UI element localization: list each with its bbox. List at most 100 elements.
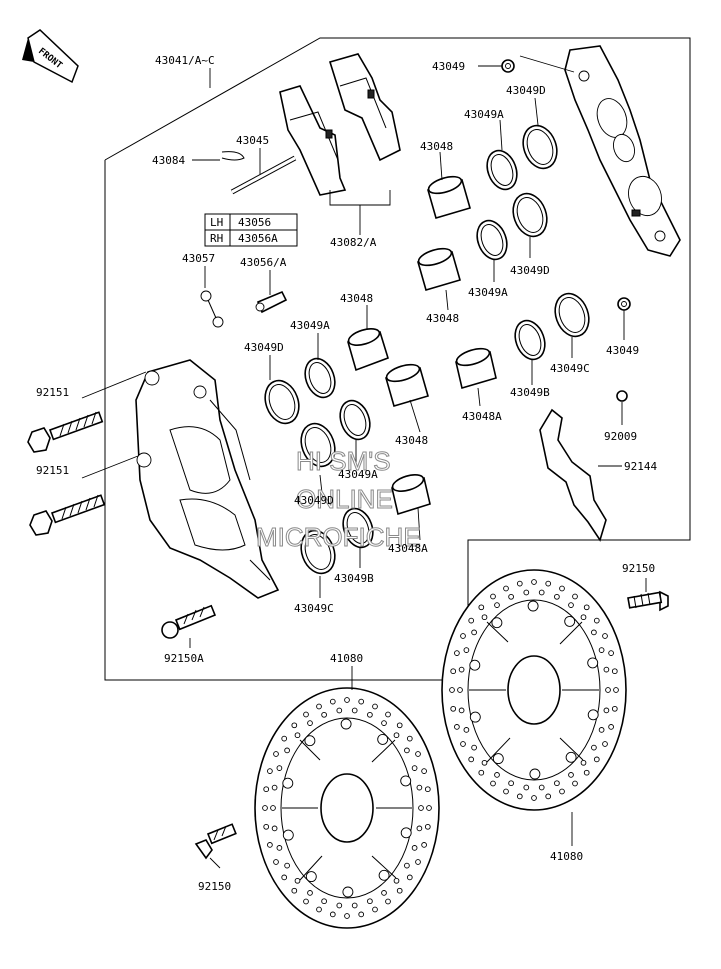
caliper-assembly-outline: [104, 37, 691, 681]
disc-hole: [516, 580, 523, 587]
disc-hole: [613, 687, 619, 693]
table-row-lh-side: LH: [210, 216, 223, 229]
disc-hole: [426, 805, 432, 811]
hose-bracket: [539, 390, 628, 542]
caliper-bolt-upper: [27, 411, 104, 453]
label-43049a-2: 43049A: [338, 468, 378, 481]
disc-hole: [603, 707, 610, 714]
disc-hole: [598, 647, 605, 653]
disc-hole: [281, 874, 288, 881]
disc-hole: [478, 604, 485, 611]
disc-hole: [490, 780, 496, 787]
disc-button: [305, 871, 317, 883]
disc-hole: [351, 902, 358, 909]
caliper-bolt-lower: [29, 494, 106, 536]
disc-hole: [294, 732, 301, 739]
disc-button: [491, 617, 503, 629]
label-43049c-2: 43049C: [550, 362, 590, 375]
disc-button: [282, 777, 294, 789]
disc-hole: [385, 711, 391, 718]
disc-hole: [344, 913, 350, 919]
disc-hole: [545, 793, 552, 800]
brake-disc-right: [441, 569, 627, 811]
disc-hole: [460, 633, 466, 639]
disc-button: [492, 753, 504, 765]
label-92144: 92144: [624, 460, 657, 473]
disc-hole: [406, 735, 413, 742]
disc-button: [587, 657, 599, 669]
disc-hole: [611, 705, 618, 712]
label-43049-top: 43049: [432, 60, 465, 73]
disc-hole: [460, 741, 466, 747]
disc-hole: [372, 906, 378, 913]
label-43049d-4: 43049D: [510, 264, 550, 277]
disc-hole: [424, 823, 431, 830]
disc-hole: [598, 727, 605, 733]
label-41080-2: 41080: [550, 850, 583, 863]
watermark-line-3: MICROFICHE: [256, 522, 421, 552]
disc-hole: [351, 707, 358, 714]
disc-hole: [381, 890, 387, 896]
disc-hole: [583, 604, 590, 611]
disc-hole: [307, 720, 313, 726]
label-43049d-1: 43049D: [244, 341, 284, 354]
disc-hole: [454, 650, 460, 656]
disc-hole: [291, 722, 298, 729]
disc-button: [469, 711, 481, 723]
disc-hole: [262, 805, 268, 811]
disc-hole: [523, 784, 530, 791]
disc-hole: [591, 629, 597, 636]
disc-hole: [421, 842, 427, 848]
disc-hole: [276, 765, 283, 771]
label-43048-a: 43048: [340, 292, 373, 305]
label-43056a: 43056/A: [240, 256, 287, 269]
label-43048a-1: 43048A: [388, 542, 428, 555]
disc-hole: [605, 687, 611, 693]
disc-hole: [450, 668, 457, 675]
disc-hole: [415, 859, 421, 865]
label-92009: 92009: [604, 430, 637, 443]
disc-hole: [503, 585, 509, 592]
caliper-plug: [200, 290, 224, 328]
disc-hole: [271, 825, 278, 832]
label-43057: 43057: [182, 252, 215, 265]
disc-hole: [416, 825, 423, 832]
label-92150-2: 92150: [198, 880, 231, 893]
watermark: HI SM'S ONLINE MICROFICHE: [256, 446, 422, 553]
label-43049b-2: 43049B: [510, 386, 550, 399]
label-43049a-1: 43049A: [290, 319, 330, 332]
disc-hole: [611, 668, 618, 675]
disc-hole: [406, 874, 413, 881]
disc-hole: [468, 617, 475, 624]
disc-hole: [583, 769, 590, 776]
disc-hole: [411, 765, 418, 771]
disc-hole: [316, 703, 322, 710]
disc-hole: [608, 650, 614, 656]
disc-hole: [273, 859, 279, 865]
right-seals-pistons: [417, 59, 631, 390]
disc-hole: [572, 780, 578, 787]
disc-hole: [291, 887, 298, 894]
disc-button: [377, 733, 389, 745]
disc-hole: [463, 647, 470, 653]
disc-hole: [538, 589, 545, 596]
disc-hole: [329, 911, 336, 918]
disc-hole: [494, 772, 500, 778]
disc-button: [587, 709, 599, 721]
label-43045: 43045: [236, 134, 269, 147]
label-43049d-3: 43049D: [506, 84, 546, 97]
front-arrow-icon: FRONT: [22, 29, 79, 84]
table-row-rh-side: RH: [210, 232, 223, 245]
watermark-line-1: HI SM'S: [296, 446, 391, 476]
disc-hole: [568, 772, 574, 778]
disc-hole: [367, 898, 373, 905]
disc-hole: [559, 585, 565, 592]
disc-hole: [281, 735, 288, 742]
disc-hole: [421, 768, 427, 774]
leader-lines: [81, 55, 647, 869]
disc-hole: [393, 732, 400, 739]
disc-button: [340, 718, 352, 730]
disc-hole: [458, 666, 465, 673]
disc-hole: [418, 805, 424, 811]
label-43084: 43084: [152, 154, 185, 167]
